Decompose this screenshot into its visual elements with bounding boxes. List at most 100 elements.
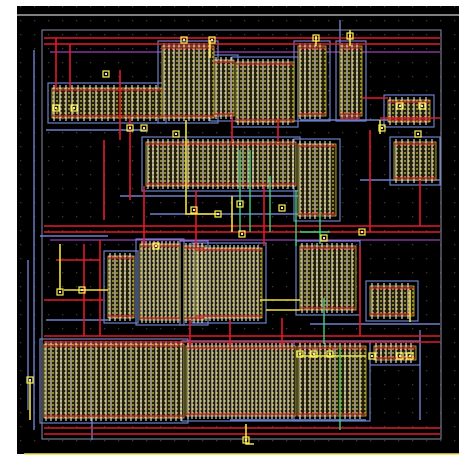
diffusion-outline: [235, 61, 295, 123]
diffusion-outline: [145, 141, 297, 187]
via-contact: [396, 352, 404, 360]
via-contact: [102, 70, 110, 78]
via-layer: [26, 32, 426, 444]
via-core: [399, 105, 401, 107]
well-outline: [335, 40, 367, 122]
via-contact: [140, 124, 148, 132]
via-contact: [56, 288, 64, 296]
via-contact: [190, 206, 198, 214]
cell-boundary: [41, 29, 442, 440]
diffusion-region: [52, 88, 162, 118]
diffusion-outline: [107, 255, 135, 319]
via-contact: [214, 210, 222, 218]
diffusion-region: [236, 62, 294, 122]
via-contact: [418, 102, 426, 110]
diffusion-region: [214, 60, 234, 116]
via-core: [381, 127, 383, 129]
diffusion-region: [300, 246, 356, 310]
green-route-layer: [239, 150, 341, 430]
via-contact: [326, 350, 334, 358]
well-outline: [365, 280, 419, 322]
via-core: [155, 245, 157, 247]
via-core: [281, 207, 283, 209]
via-core: [175, 133, 177, 135]
diffusion-region: [394, 142, 436, 180]
diffusion-outline: [139, 243, 181, 321]
via-core: [193, 209, 195, 211]
via-contact: [208, 36, 216, 44]
via-contact: [406, 352, 414, 360]
via-contact: [238, 230, 246, 238]
via-core: [55, 107, 57, 109]
diffusion-region: [146, 142, 296, 186]
metal3-layer: [17, 14, 459, 455]
via-core: [299, 353, 301, 355]
via-core: [399, 355, 401, 357]
via-core: [329, 353, 331, 355]
via-core: [59, 291, 61, 293]
diffusion-outline: [393, 141, 437, 181]
via-core: [29, 379, 31, 381]
diffusion-outline: [297, 143, 337, 217]
diffusion-region: [340, 46, 362, 116]
diffusion-outline: [297, 345, 367, 417]
via-core: [217, 213, 219, 215]
via-contact: [70, 104, 78, 112]
diffusion-outline: [339, 45, 363, 117]
via-core: [371, 355, 373, 357]
well-outline: [383, 94, 435, 128]
via-contact: [320, 234, 328, 242]
via-contact: [78, 286, 86, 294]
via-contact: [126, 124, 134, 132]
via-core: [73, 107, 75, 109]
via-core: [211, 39, 213, 41]
via-core: [349, 35, 351, 37]
diffusion-outline: [213, 59, 235, 117]
diffusion-outline: [369, 285, 415, 317]
diffusion-outline: [297, 45, 327, 117]
via-core: [245, 439, 247, 441]
diffusion-outline: [43, 343, 185, 419]
poly-gate-layer: [45, 43, 433, 421]
via-core: [239, 203, 241, 205]
via-contact: [346, 32, 354, 40]
via-contact: [414, 130, 422, 138]
via-contact: [312, 34, 320, 42]
via-core: [143, 127, 145, 129]
diffusion-region: [162, 46, 214, 118]
via-contact: [310, 350, 318, 358]
via-core: [361, 231, 363, 233]
via-core: [417, 133, 419, 135]
via-contact: [26, 376, 34, 384]
diffusion-region: [196, 248, 262, 318]
via-contact: [152, 242, 160, 250]
via-contact: [296, 350, 304, 358]
well-outline: [103, 250, 139, 324]
diffusion-outline: [185, 345, 297, 417]
via-core: [81, 289, 83, 291]
via-core: [421, 105, 423, 107]
via-contact: [242, 436, 250, 444]
via-contact: [378, 124, 386, 132]
via-core: [323, 237, 325, 239]
via-contact: [278, 204, 286, 212]
via-contact: [180, 36, 188, 44]
via-contact: [358, 228, 366, 236]
via-contact: [236, 200, 244, 208]
diffusion-region: [370, 286, 414, 316]
diffusion-outline: [299, 245, 357, 311]
diffusion-outline: [195, 247, 263, 319]
metal3-route: [245, 424, 254, 445]
via-core: [313, 353, 315, 355]
via-contact: [368, 352, 376, 360]
diffusion-region: [44, 344, 184, 418]
via-core: [183, 39, 185, 41]
diffusion-region: [140, 244, 180, 320]
diffusion-outline: [387, 99, 431, 123]
via-contact: [396, 102, 404, 110]
via-contact: [172, 130, 180, 138]
via-core: [409, 355, 411, 357]
via-contact: [52, 104, 60, 112]
metal3-route: [185, 120, 218, 215]
